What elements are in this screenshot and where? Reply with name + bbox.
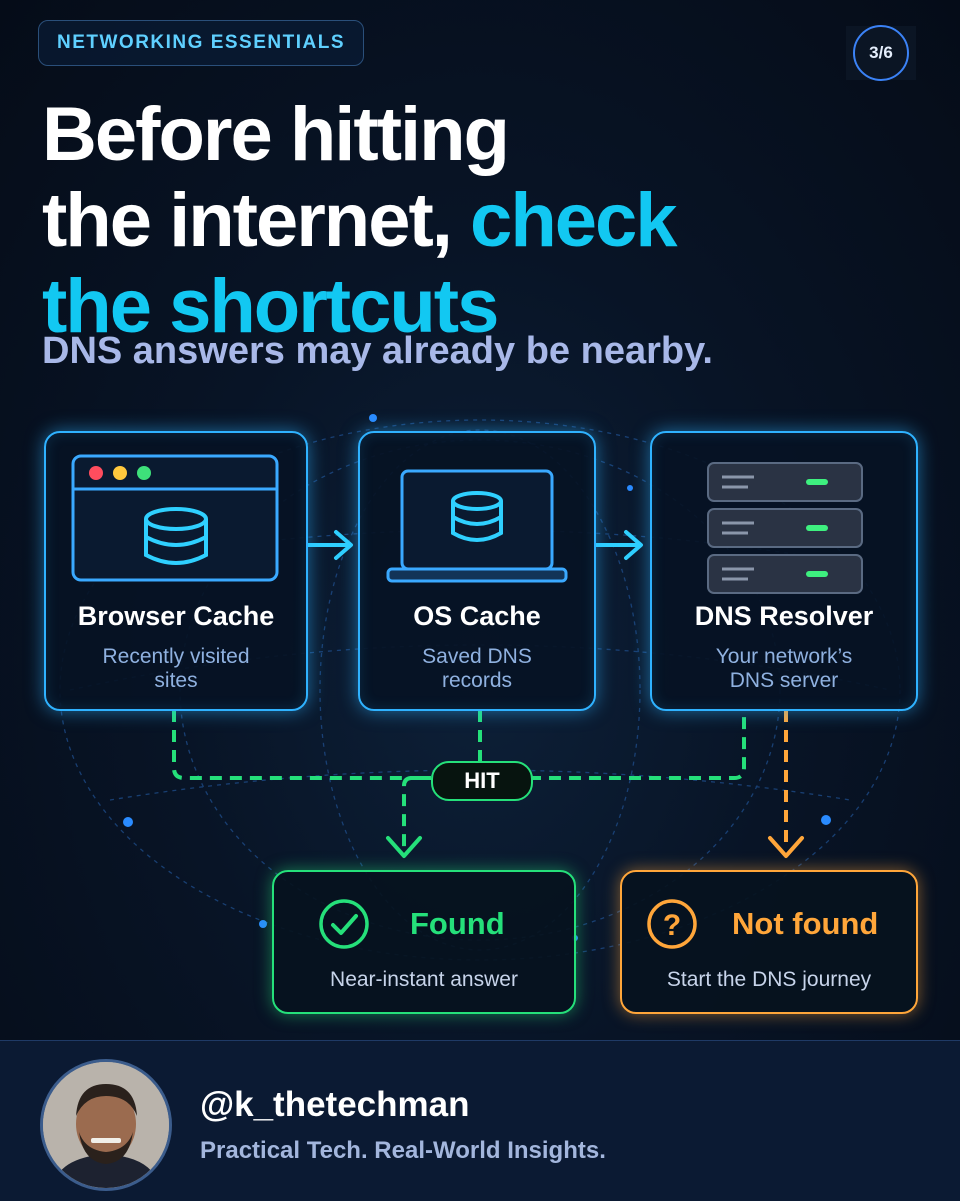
avatar-portrait-icon bbox=[43, 1062, 169, 1188]
result-not-found: ? Not found Start the DNS journey bbox=[620, 870, 918, 1014]
title-line-2-accent: check bbox=[470, 178, 677, 263]
step-description-line-2: DNS server bbox=[729, 669, 839, 692]
browser-database-icon bbox=[71, 454, 279, 582]
title-line-3-accent: the shortcuts bbox=[42, 264, 499, 349]
subtitle: DNS answers may already be nearby. bbox=[42, 330, 713, 372]
step-name: OS Cache bbox=[413, 601, 541, 631]
server-stack-icon bbox=[707, 462, 863, 594]
step-description: Recently visited sites bbox=[46, 645, 306, 693]
step-description: Your network’s DNS server bbox=[652, 645, 916, 693]
avatar[interactable] bbox=[40, 1059, 172, 1191]
hit-label: HIT bbox=[431, 761, 533, 801]
page-title: Before hitting the internet, check the s… bbox=[42, 92, 922, 350]
author-handle[interactable]: @k_thetechman bbox=[200, 1085, 470, 1124]
title-line-2: the internet, bbox=[42, 178, 471, 263]
step-name: DNS Resolver bbox=[694, 601, 874, 631]
step-dns-resolver: DNS Resolver Your network’s DNS server bbox=[650, 431, 918, 711]
check-circle-icon bbox=[319, 899, 369, 949]
category-pill: NETWORKING ESSENTIALS bbox=[38, 20, 365, 66]
page-indicator-ring: 3/6 bbox=[853, 25, 909, 81]
step-description: Saved DNS records bbox=[360, 645, 594, 693]
category-label: NETWORKING ESSENTIALS bbox=[57, 32, 346, 53]
page-indicator-text: 3/6 bbox=[869, 43, 893, 62]
step-description-line-1: Saved DNS bbox=[422, 645, 532, 668]
found-description: Near-instant answer bbox=[330, 968, 518, 991]
step-description-line-1: Your network’s bbox=[715, 645, 853, 668]
step-description-line-2: sites bbox=[154, 669, 198, 692]
author-tagline: Practical Tech. Real-World Insights. bbox=[200, 1137, 606, 1164]
footer: @k_thetechman Practical Tech. Real-World… bbox=[0, 1040, 960, 1201]
title-line-1: Before hitting bbox=[42, 92, 510, 177]
step-description-line-2: records bbox=[441, 669, 513, 692]
step-browser-cache: Browser Cache Recently visited sites bbox=[44, 431, 308, 711]
found-title: Found bbox=[410, 906, 505, 941]
step-os-cache: OS Cache Saved DNS records bbox=[358, 431, 596, 711]
not-found-title: Not found bbox=[732, 906, 879, 941]
question-circle-icon: ? bbox=[647, 899, 697, 949]
svg-text:?: ? bbox=[663, 909, 681, 942]
page-indicator: 3/6 bbox=[846, 25, 916, 81]
step-name: Browser Cache bbox=[77, 601, 275, 631]
laptop-database-icon bbox=[386, 469, 568, 583]
not-found-description: Start the DNS journey bbox=[666, 968, 872, 991]
step-description-line-1: Recently visited bbox=[102, 645, 250, 668]
result-found: Found Near-instant answer bbox=[272, 870, 576, 1014]
